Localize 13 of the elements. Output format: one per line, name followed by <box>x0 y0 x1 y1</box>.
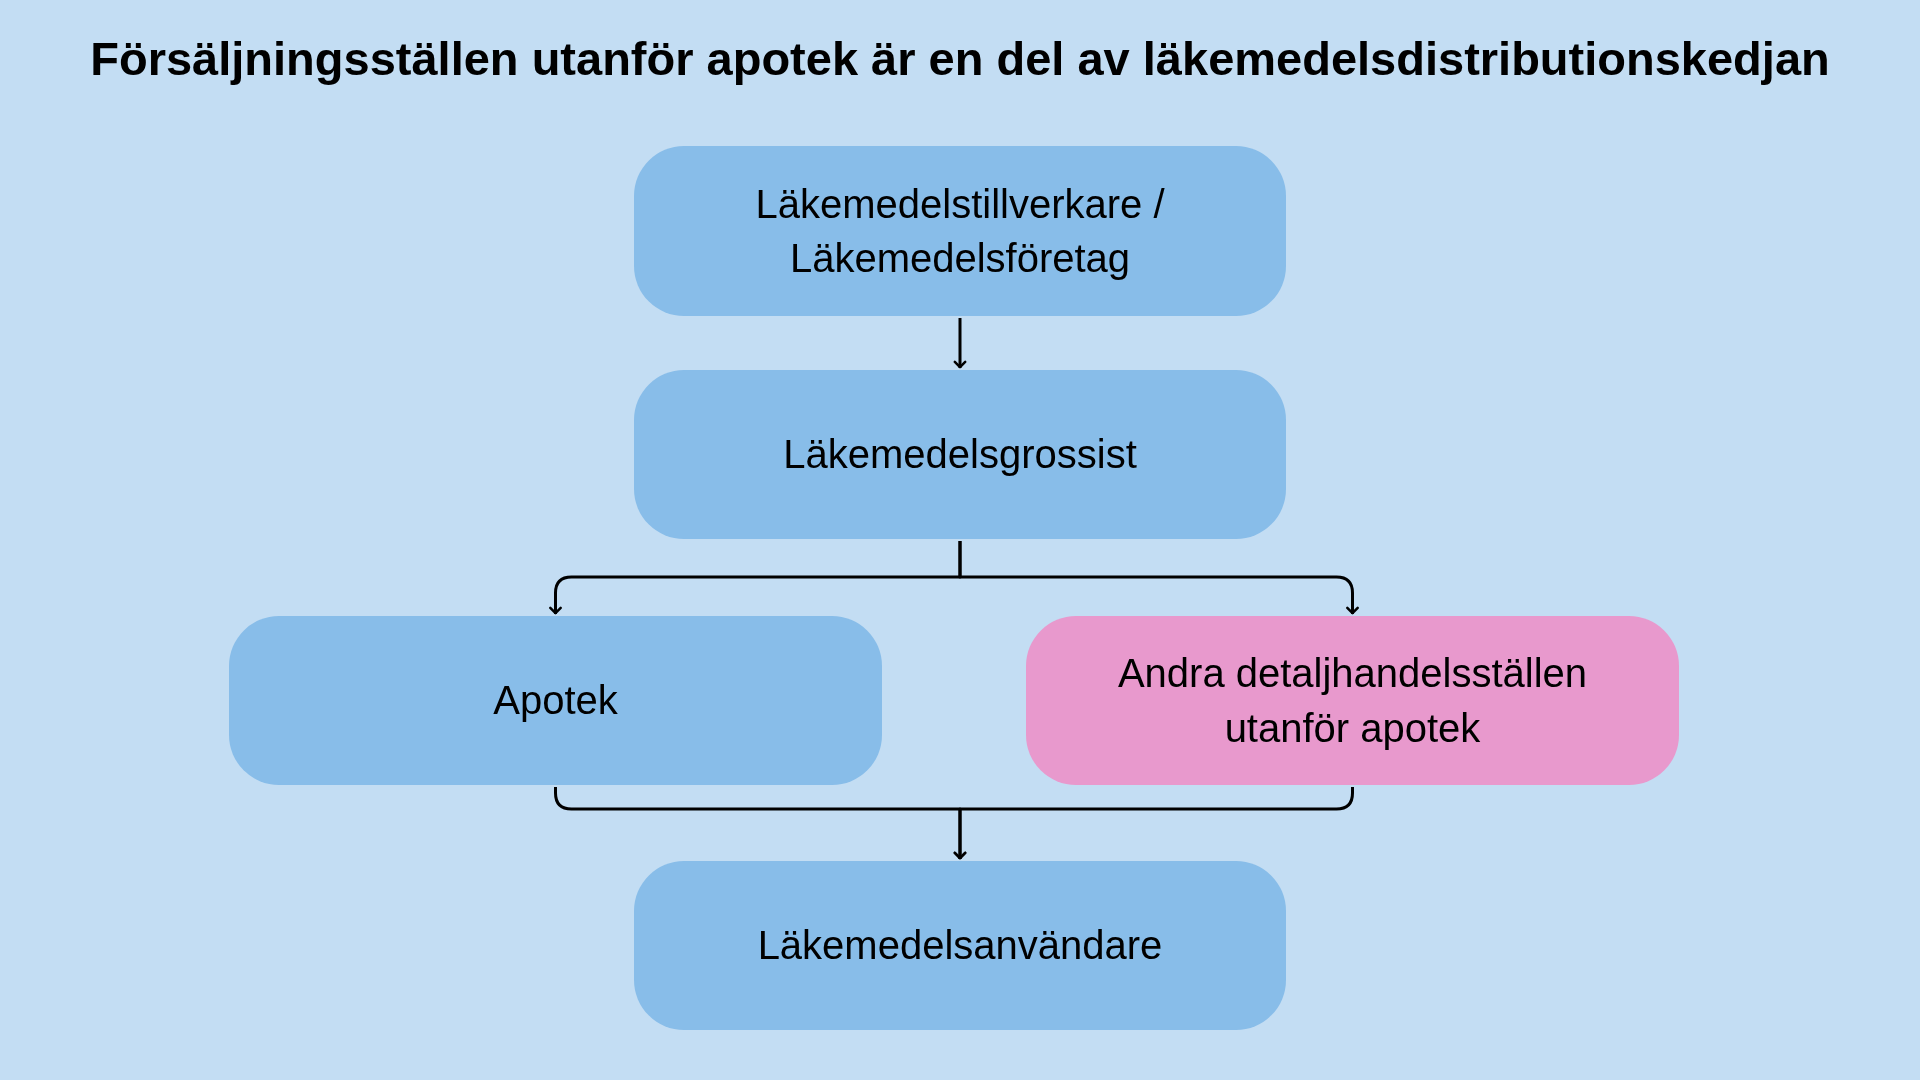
box-label: Apotek <box>493 677 618 725</box>
process-box <box>634 861 1286 1030</box>
arrow <box>958 541 1359 615</box>
process-box <box>634 146 1286 316</box>
box-label: Läkemedelsanvändare <box>757 922 1163 970</box>
box-label: Andra detaljhandelsställen utanför apotek <box>1116 650 1589 752</box>
process-box <box>1026 616 1679 785</box>
diagram-title: Försäljningsställen utanför apotek är en del av läkemedelsdistributionskedjan <box>89 31 1831 87</box>
process-box <box>229 616 882 785</box>
box-label: Läkemedelstillverkare / Läkemedelsföretag <box>754 180 1166 282</box>
box-label: Läkemedelsgrossist <box>783 431 1137 479</box>
arrow <box>953 318 967 369</box>
process-box <box>634 370 1286 539</box>
